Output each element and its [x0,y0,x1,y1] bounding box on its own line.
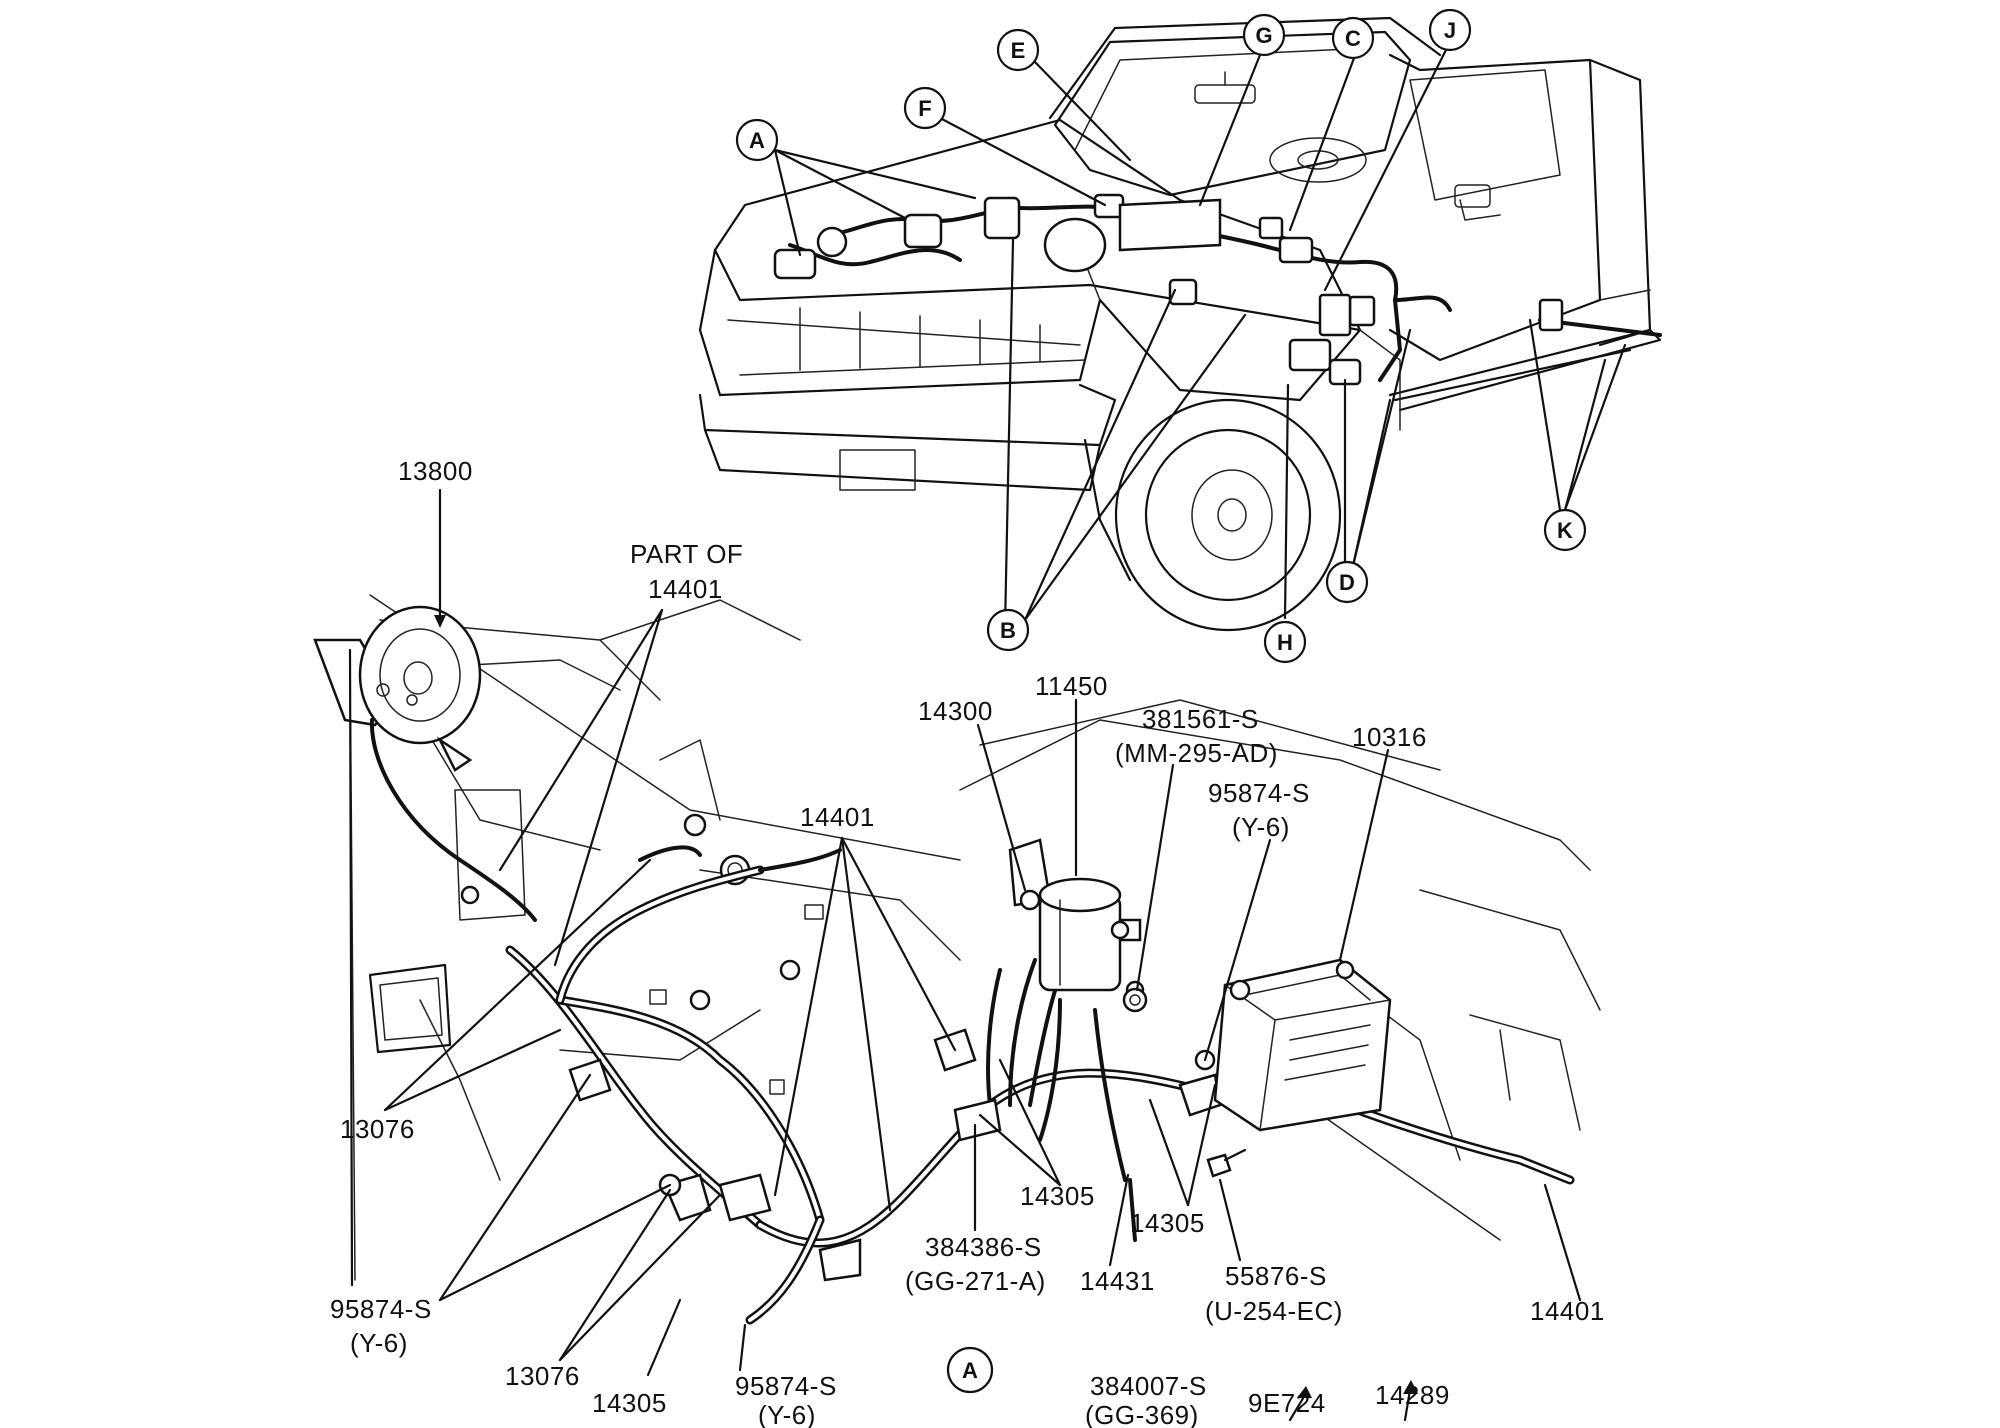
regulator-10316 [1213,958,1392,1132]
label-14401-mid: 14401 [800,802,875,832]
callout-e: E [996,28,1040,72]
svg-text:A: A [749,128,765,153]
screw-55876s [1206,1148,1247,1178]
truck-illustration [698,16,1662,632]
label-10316: 10316 [1352,722,1427,752]
label-gg-271-a: (GG-271-A) [905,1266,1046,1296]
callout-k: K [1543,508,1587,552]
label-55876s: 55876-S [1225,1261,1327,1291]
label-14305-low: 14305 [592,1388,667,1418]
callout-b: B [986,608,1030,652]
label-mm-295-ad: (MM-295-AD) [1115,738,1278,768]
callout-h: H [1263,620,1307,664]
part-number-labels: 13800 PART OF 14401 14300 11450 381561-S… [330,456,1605,1428]
callout-d: D [1325,560,1369,604]
label-14431: 14431 [1080,1266,1155,1296]
truck-leader-lines [773,40,1627,629]
label-y6-top: (Y-6) [1232,812,1290,842]
label-14305-right: 14305 [1130,1208,1205,1238]
horn-13800 [313,605,482,772]
label-384386s: 384386-S [925,1232,1042,1262]
callout-f: F [903,86,947,130]
label-y6-left: (Y-6) [350,1328,408,1358]
label-gg-369: (GG-369) [1085,1400,1199,1428]
svg-text:A: A [962,1358,978,1383]
harness-clips [568,1028,1222,1282]
label-u-254-ec: (U-254-EC) [1205,1296,1343,1326]
detail-leader-lines [348,488,1582,1422]
label-95874s-top: 95874-S [1208,778,1310,808]
callout-a: A [735,118,779,162]
svg-text:K: K [1557,518,1573,543]
label-14300: 14300 [918,696,993,726]
svg-text:F: F [918,96,931,121]
detail-callout-a: A [946,1346,994,1394]
label-y6-low: (Y-6) [758,1400,816,1428]
callout-c: C [1331,16,1375,60]
svg-text:D: D [1339,570,1355,595]
label-9e724: 9E724 [1248,1388,1326,1418]
svg-text:G: G [1255,23,1272,48]
label-13076-upper: 13076 [340,1114,415,1144]
svg-text:B: B [1000,618,1016,643]
label-part-of-1: PART OF [630,539,743,569]
label-11450: 11450 [1035,671,1108,701]
label-14289: 14289 [1375,1380,1450,1410]
label-95874s-low: 95874-S [735,1371,837,1401]
label-384007s: 384007-S [1090,1371,1207,1401]
svg-text:E: E [1011,38,1026,63]
label-14401-right: 14401 [1530,1296,1605,1326]
wiring-harness-14401 [369,718,1575,1325]
label-13800: 13800 [398,456,473,486]
label-14305-mid: 14305 [1020,1181,1095,1211]
callout-g: G [1242,13,1286,57]
label-part-of-2: 14401 [648,574,723,604]
nut-381561s [1122,987,1148,1013]
svg-text:C: C [1345,26,1361,51]
label-381561s: 381561-S [1142,704,1259,734]
svg-text:J: J [1444,18,1456,43]
callout-j: J [1428,8,1472,52]
truck-callouts: A F E G C J B H [735,8,1587,664]
label-95874s-left: 95874-S [330,1294,432,1324]
svg-text:H: H [1277,630,1293,655]
label-13076-lower: 13076 [505,1361,580,1391]
